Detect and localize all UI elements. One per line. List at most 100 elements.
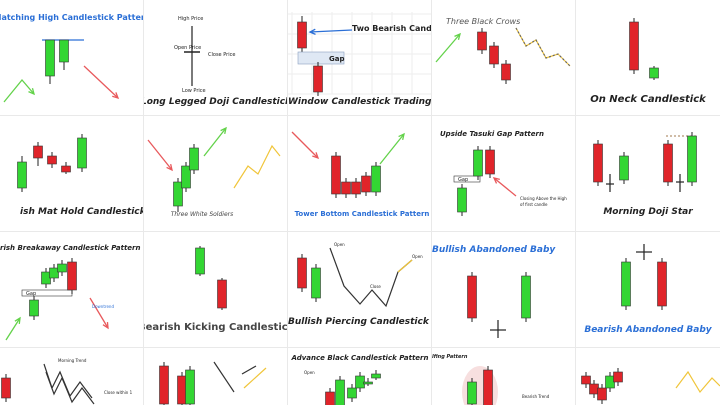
annotation-text: of first candle — [520, 202, 548, 207]
tile-on-neck[interactable]: On Neck Candlestick — [576, 0, 720, 116]
bearish-candle — [485, 146, 495, 178]
gap-box — [297, 51, 345, 65]
bearish-candle — [593, 140, 603, 186]
price-line — [515, 27, 571, 67]
uptrend-arrow — [435, 32, 461, 63]
bearish-candle — [489, 42, 499, 68]
bullish-candle — [45, 39, 55, 84]
bearish-candle — [217, 278, 227, 310]
callout-arrow — [308, 28, 353, 35]
close-price-label: Close Price — [208, 52, 235, 58]
bearish-candle — [159, 362, 169, 405]
bullish-candle — [77, 134, 87, 172]
tile-three-black-crows[interactable]: Three Black Crows — [432, 0, 576, 116]
bullish-candle — [649, 66, 659, 80]
bullish-candle — [521, 272, 531, 322]
pattern-caption: lfing Pattern — [432, 354, 468, 360]
bearish-candle — [581, 372, 591, 388]
bullish-candle — [457, 184, 467, 216]
pattern-caption: Three Black Crows — [446, 17, 520, 26]
bullish-candle — [687, 132, 697, 186]
trend-label: Morning Trend — [58, 358, 87, 363]
uptrend-arrow — [203, 126, 227, 157]
pattern-caption: Long Legged Doji Candlestick — [144, 97, 288, 107]
pattern-caption: Bullish Abandoned Baby — [432, 245, 556, 255]
pattern-caption: rish Breakaway Candlestick Pattern — [0, 244, 141, 252]
open-label: Open — [304, 370, 315, 375]
callout-label: Two Bearish Candle — [352, 24, 432, 33]
tile-graphic — [581, 368, 720, 404]
tile-graphic — [159, 361, 267, 405]
tile-matching-high[interactable]: Matching High Candlestick Pattern — [0, 0, 144, 116]
tile-mat-hold[interactable]: ish Mat Hold Candlestick Pattern — [0, 116, 144, 232]
price-line — [329, 247, 413, 308]
price-line — [233, 144, 281, 189]
tile-bullish-abandoned-baby[interactable]: Bullish Abandoned Baby — [432, 232, 576, 348]
pattern-caption: Matching High Candlestick Pattern — [0, 13, 144, 22]
pattern-caption: Three White Soldiers — [171, 211, 233, 218]
tile-bearish-kicking[interactable]: Bearish Kicking Candlestick — [144, 232, 288, 348]
tile-tower-bottom[interactable]: Tower Bottom Candlestick Pattern — [288, 116, 432, 232]
bearish-candle — [325, 388, 335, 405]
price-line — [675, 370, 720, 394]
bullish-candle — [473, 146, 483, 180]
bearish-candle — [657, 258, 667, 310]
trend-label: Bearish Trend — [522, 394, 550, 399]
pattern-caption: Bullish Piercing Candlestick Pattern — [288, 317, 432, 327]
bullish-candle — [371, 370, 381, 380]
column-divider — [143, 0, 144, 405]
bullish-candle — [29, 296, 39, 320]
bullish-candle — [311, 264, 321, 302]
bearish-candle — [297, 16, 307, 52]
tile-three-white-soldiers[interactable]: Three White Soldiers — [144, 116, 288, 232]
tile-bearish-abandoned-baby[interactable]: Bearish Abandoned Baby — [576, 232, 720, 348]
bullish-candle — [335, 376, 345, 405]
bullish-candle — [59, 39, 69, 70]
open-label: Open — [334, 242, 345, 247]
bullish-candle — [189, 144, 199, 174]
bullish-candle — [173, 178, 183, 212]
pattern-caption: Upside Tasuki Gap Pattern — [440, 130, 544, 138]
row-divider — [0, 347, 720, 348]
close-label: Close — [370, 284, 381, 289]
low-price-label: Low Price — [182, 88, 206, 94]
pattern-caption: Window Candlestick Trading — [288, 97, 432, 107]
tile-tile-17[interactable] — [144, 348, 288, 405]
open-price-label: Open Price — [174, 45, 201, 51]
bullish-candle — [17, 156, 27, 192]
tile-graphic: On Neck Candlestick — [590, 18, 707, 105]
tile-graphic: Bearish Kicking Candlestick — [144, 246, 288, 333]
bullish-candle — [355, 372, 365, 392]
tile-graphic: rish Breakaway Candlestick PatternGapDow… — [0, 244, 141, 341]
pattern-caption: Bearish Kicking Candlestick — [144, 322, 288, 333]
tile-tile-20[interactable] — [576, 348, 720, 405]
bearish-candle — [297, 254, 307, 292]
bearish-candle — [331, 152, 341, 198]
price-line — [213, 361, 235, 393]
doji-candle — [676, 174, 684, 192]
bearish-candle — [613, 368, 623, 386]
tile-graphic: Bullish Abandoned Baby — [432, 245, 556, 338]
uptrend-arrow — [3, 78, 35, 103]
pattern-caption: Bearish Abandoned Baby — [584, 325, 712, 335]
bearish-candle — [467, 272, 477, 322]
column-divider — [575, 0, 576, 405]
bearish-candle — [177, 372, 187, 405]
bullish-candle — [185, 366, 195, 405]
bullish-candle — [41, 268, 51, 288]
tile-graphic: Three White Soldiers — [147, 126, 281, 218]
tile-morning-doji-star[interactable]: Morning Doji Star — [576, 116, 720, 232]
bearish-candle — [477, 28, 487, 54]
bullish-candle — [605, 372, 615, 392]
